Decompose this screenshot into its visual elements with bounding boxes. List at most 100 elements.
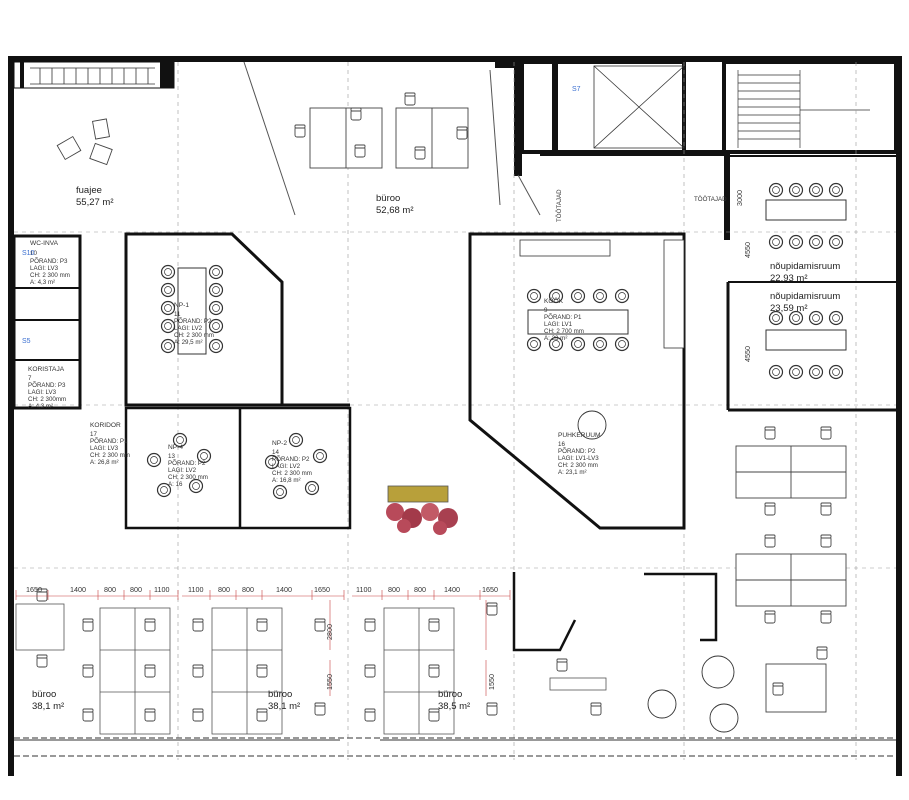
- room-area-fuajee: 55,27 m²: [76, 197, 114, 208]
- room-area-buroo-b1: 38,1 m²: [32, 701, 65, 712]
- room-label-np1: NP-1: [174, 302, 190, 309]
- plant-planter: [386, 485, 458, 535]
- room-info-koridor-4: A: 26,8 m²: [90, 459, 119, 466]
- room-info-puhkeruum-3: CH: 2 300 mm: [558, 462, 598, 469]
- room-info-np4-4: A: 16: [168, 481, 183, 488]
- dim-v3000: 3000: [735, 190, 744, 206]
- room-info-np1-4: A: 29,5 m²: [174, 339, 203, 346]
- tag-tootajad-2: TÖÖTAJAD: [556, 189, 563, 222]
- glass-partitions: [243, 61, 541, 216]
- room-num-koridor: 17: [90, 431, 97, 438]
- room-info-kook-4: A: 23 m²: [544, 335, 568, 342]
- dim-1: 1650: [26, 585, 42, 594]
- facade-windows: [30, 67, 155, 85]
- room-label-fuajee: fuajee: [76, 185, 102, 196]
- dim-2: 1400: [70, 585, 86, 594]
- room-label-np4: NP-4: [168, 444, 184, 451]
- room-area-buroo-b2: 38,1 m²: [268, 701, 301, 712]
- room-label-buroo-b3: büroo: [438, 689, 463, 700]
- dim-11: 1100: [356, 585, 372, 594]
- room-info-np1-2: LAGI: LV2: [174, 325, 203, 332]
- room-info-wc-inva-1: PÕRAND: P3: [30, 258, 68, 265]
- room-area-buroo-top: 52,68 m²: [376, 205, 414, 216]
- room-num-np4: 13: [168, 453, 175, 460]
- room-area-noupidamisruum-1: 22,93 m²: [770, 273, 808, 284]
- kitchen-table: [519, 239, 685, 352]
- room-info-koristaja-3: CH: 2 300mm: [28, 396, 67, 403]
- bottom-desk-rows: [15, 603, 607, 735]
- dim-6: 1100: [188, 585, 204, 594]
- core-block: [520, 60, 898, 240]
- room-info-np2-4: A: 16,8 m²: [272, 477, 301, 484]
- room-info-np2-1: PÕRAND: P2: [272, 456, 310, 463]
- dim-7: 800: [218, 585, 230, 594]
- room-info-kook-1: PÕRAND: P1: [544, 314, 582, 321]
- room-info-wc-inva-3: CH: 2 300 mm: [30, 272, 70, 279]
- meeting-room-tables: [765, 182, 847, 380]
- room-num-np1: 11: [174, 311, 181, 318]
- room-label-noupidamisruum-2: nõupidamisruum: [770, 291, 841, 302]
- tag-s7: S7: [572, 86, 581, 93]
- np1-table: [160, 264, 224, 355]
- tag-tootajad-1: TÖÖTAJAD: [694, 196, 727, 203]
- dim-3: 800: [104, 585, 116, 594]
- dim-10: 1650: [314, 585, 330, 594]
- room-area-noupidamisruum-2: 23,59 m²: [770, 303, 808, 314]
- dimension-lines: [15, 590, 511, 696]
- room-info-np1-1: PÕRAND: P2: [174, 318, 212, 325]
- room-label-wc-inva: WC-INVA: [30, 240, 59, 247]
- room-info-koridor-1: PÕRAND: P1: [90, 438, 128, 445]
- dim-5: 1100: [154, 585, 170, 594]
- dim-15: 1650: [482, 585, 498, 594]
- room-info-koristaja-1: PÕRAND: P3: [28, 382, 66, 389]
- room-num-np2: 14: [272, 449, 279, 456]
- lobby-furniture: [56, 118, 113, 166]
- room-num-puhkeruum: 16: [558, 441, 565, 448]
- room-label-kook: KÖÖK: [544, 298, 564, 305]
- dim-13: 800: [414, 585, 426, 594]
- room-label-puhkeruum: PUHKERUUM: [558, 432, 601, 439]
- right-desk-banks: [735, 426, 847, 713]
- room-info-puhkeruum-4: A: 23,1 m²: [558, 469, 587, 476]
- dim-v2800: 2800: [325, 624, 334, 640]
- room-info-puhkeruum-2: LAGI: LV1-LV3: [558, 455, 599, 462]
- room-info-np4-1: PÕRAND: P2: [168, 460, 206, 467]
- room-num-wc-inva: 10: [30, 250, 37, 257]
- dim-14: 1400: [444, 585, 460, 594]
- room-label-buroo-b2: büroo: [268, 689, 293, 700]
- room-label-buroo-top: büroo: [376, 193, 401, 204]
- room-info-wc-inva-4: A: 4,3 m²: [30, 279, 56, 286]
- dim-v1550: 1550: [325, 674, 334, 690]
- room-info-np2-3: CH: 2 300 mm: [272, 470, 312, 477]
- room-info-koridor-2: LAGI: LV3: [90, 445, 119, 452]
- room-info-koridor-3: CH: 2 300 mm: [90, 452, 130, 459]
- tag-s5: S5: [22, 338, 31, 345]
- dim-9: 1400: [276, 585, 292, 594]
- room-info-np4-3: CH: 2 300 mm: [168, 474, 208, 481]
- room-info-koristaja-2: LAGI: LV3: [28, 389, 57, 396]
- room-info-np1-3: CH: 2 300 mm: [174, 332, 214, 339]
- dim-v4550-a: 4550: [743, 242, 752, 258]
- room-label-buroo-b1: büroo: [32, 689, 57, 700]
- room-label-koristaja: KORISTAJA: [28, 366, 65, 373]
- bottom-desk-chairs: [36, 588, 602, 722]
- room-info-np2-2: LAGI: LV2: [272, 463, 301, 470]
- room-info-kook-2: LAGI: LV1: [544, 321, 573, 328]
- dim-8: 800: [242, 585, 254, 594]
- dim-v4550-b: 4550: [743, 346, 752, 362]
- dim-v1550-b: 1550: [487, 674, 496, 690]
- bottom-facade: [14, 737, 896, 757]
- room-num-koristaja: 7: [28, 375, 32, 382]
- outer-walls: [8, 56, 902, 776]
- room-info-np4-2: LAGI: LV2: [168, 467, 197, 474]
- tag-s10: S10: [22, 250, 35, 257]
- desk-cluster-top: [294, 92, 469, 169]
- interior-walls: [12, 155, 896, 652]
- lounge-tables: [577, 410, 739, 733]
- room-info-kook-3: CH: 2 700 mm: [544, 328, 584, 335]
- room-info-wc-inva-2: LAGI: LV3: [30, 265, 59, 272]
- dim-12: 800: [388, 585, 400, 594]
- room-info-puhkeruum-1: PÕRAND: P2: [558, 448, 596, 455]
- room-label-np2: NP-2: [272, 440, 288, 447]
